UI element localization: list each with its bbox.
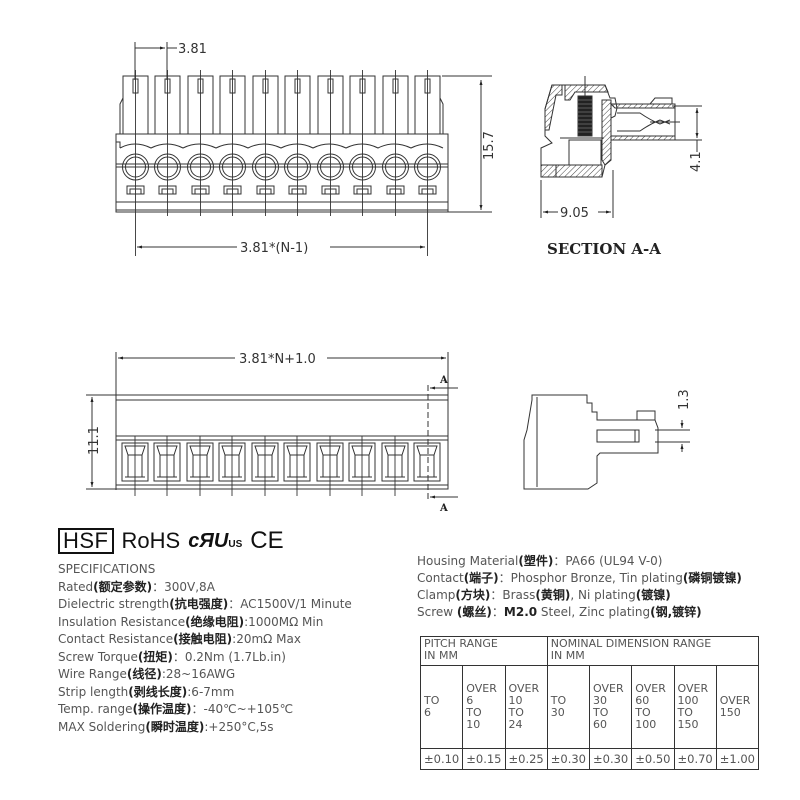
specifications-list: SPECIFICATIONS Rated(额定参数)：300V,8A Diele… (58, 561, 352, 736)
tolerance-value: ±0.70 (673, 748, 717, 770)
certification-logos: HSF RoHS cЯUUS CE (58, 527, 284, 555)
material-housing: Housing Material(塑件)：PA66 (UL94 V-0) (417, 554, 663, 568)
materials-list: Housing Material(塑件)：PA66 (UL94 V-0) Con… (417, 553, 742, 621)
spec-temp-range: Temp. range(操作温度)：-40℃~+105℃ (58, 702, 294, 716)
tolerance-value: ±1.00 (715, 748, 760, 770)
length-label: 3.81*N+1.0 (239, 352, 316, 367)
spec-strip-length: Strip length(剥线长度):6-7mm (58, 684, 235, 699)
specifications-title: SPECIFICATIONS (58, 562, 156, 576)
tolerance-value: ±0.15 (462, 748, 506, 770)
top-view: 3.81 (115, 42, 497, 256)
pitch-label: 3.81 (178, 42, 207, 57)
material-screw: Screw (螺丝)：M2.0 Steel, Zinc plating(钢,镀锌… (417, 605, 702, 619)
ul-logo: cЯUUS (188, 529, 243, 552)
tolerance-value: ±0.10 (419, 748, 464, 770)
material-clamp: Clamp(方块)：Brass(黄铜), Ni plating(镀镍) (417, 588, 671, 602)
height-label-15-7: 15.7 (482, 131, 497, 160)
spec-contact-resistance: Contact Resistance(接触电阻):20mΩ Max (58, 632, 301, 646)
side-offset-label: 1.3 (677, 389, 692, 410)
span-label: 3.81*(N-1) (240, 241, 308, 256)
tolerance-value: ±0.25 (504, 748, 548, 770)
tolerance-value: ±0.50 (631, 748, 675, 770)
spec-insulation: Insulation Resistance(绝缘电阻):1000MΩ Min (58, 614, 324, 629)
front-view: 3.81*N+1.0 (86, 352, 458, 500)
section-marker-top: A (439, 375, 448, 386)
spec-screw-torque: Screw Torque(扭矩)：0.2Nm (1.7Lb.in) (58, 649, 286, 664)
ul-suffix: US (228, 538, 243, 550)
tolerance-value: ±0.30 (588, 748, 633, 770)
technical-drawing: 3.81 (86, 42, 704, 514)
spec-wire-range: Wire Range(线径):28~16AWG (58, 667, 236, 681)
section-offset-label: 4.1 (689, 151, 704, 172)
section-marker-bottom: A (439, 503, 448, 514)
front-height-label: 11.1 (87, 426, 102, 455)
side-view: 1.3 (523, 389, 692, 490)
section-view: 9.05 4.1 (540, 76, 704, 221)
section-title: SECTION A-A (547, 240, 661, 258)
spec-dielectric: Dielectric strength(抗电强度)：AC1500V/1 Minu… (58, 597, 352, 611)
section-width-label: 9.05 (560, 206, 589, 221)
spec-max-soldering: MAX Soldering(瞬时温度):+250°C,5s (58, 719, 274, 734)
tolerance-value: ±0.30 (546, 748, 591, 770)
material-contact: Contact(端子)：Phosphor Bronze, Tin plating… (417, 571, 742, 585)
rohs-logo: RoHS (121, 528, 181, 553)
spec-rated: Rated(额定参数)：300V,8A (58, 579, 215, 594)
hsf-logo: HSF (58, 528, 114, 554)
ce-logo: CE (250, 527, 284, 554)
